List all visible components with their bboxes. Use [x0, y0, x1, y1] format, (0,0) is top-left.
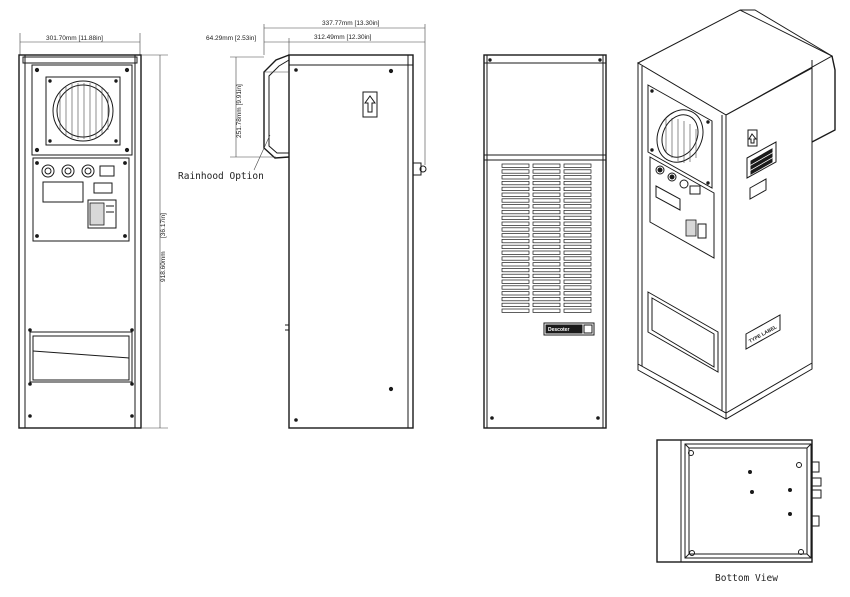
rainhood-option-label: Rainhood Option	[178, 171, 264, 182]
vent-slot	[532, 204, 561, 209]
vent-slot	[532, 186, 561, 191]
front-view: 301.70mm [11.88in]	[18, 33, 168, 429]
bottom-view: Bottom View	[656, 439, 822, 584]
vent-slot	[532, 279, 561, 284]
vent-slot	[501, 250, 530, 255]
rear-view: Descoter	[483, 54, 607, 429]
vent-slot	[563, 256, 592, 261]
vent-slot	[563, 181, 592, 186]
front-height-dimension-in: [36.17in]	[160, 213, 167, 238]
vent-slot	[563, 163, 592, 168]
vent-slot	[532, 262, 561, 267]
vent-slot	[563, 233, 592, 238]
vent-slot	[501, 302, 530, 307]
brand-plate: Descoter	[548, 327, 569, 333]
vent-slot	[563, 210, 592, 215]
vent-slot	[532, 175, 561, 180]
vent-slot	[501, 221, 530, 226]
vent-slot	[532, 297, 561, 302]
vent-slot	[563, 262, 592, 267]
vent-slot	[532, 181, 561, 186]
vent-slot	[501, 181, 530, 186]
vent-slot	[501, 291, 530, 296]
side-rainhood-height-mm: 251.78mm [9.91in]	[236, 84, 243, 138]
vent-slot	[563, 198, 592, 203]
vent-slot	[501, 268, 530, 273]
vent-slot	[501, 244, 530, 249]
vent-slot	[563, 285, 592, 290]
vent-slot	[532, 215, 561, 220]
vent-slot	[532, 244, 561, 249]
vent-slot	[532, 256, 561, 261]
vent-slot	[532, 227, 561, 232]
vent-slot	[532, 210, 561, 215]
vent-slot	[501, 297, 530, 302]
vent-slot	[501, 256, 530, 261]
side-body-dimension: 312.49mm [12.30in]	[314, 34, 372, 41]
side-view: 337.77mm [13.30in] 312.49mm [12.30in] 64…	[178, 20, 427, 429]
vent-slot	[563, 186, 592, 191]
vent-slot	[563, 250, 592, 255]
vent-slot	[563, 221, 592, 226]
vent-slot	[563, 215, 592, 220]
vent-slot	[563, 302, 592, 307]
vent-slot	[563, 279, 592, 284]
vent-slot	[501, 186, 530, 191]
vent-slot	[563, 169, 592, 174]
vent-slot	[501, 233, 530, 238]
vent-slot	[532, 163, 561, 168]
vent-slot	[532, 221, 561, 226]
isometric-view: TYPE LABEL	[636, 9, 836, 420]
vent-slot	[563, 192, 592, 197]
vent-slot	[532, 302, 561, 307]
vent-slot	[501, 239, 530, 244]
vent-slot	[563, 291, 592, 296]
vent-slot	[532, 250, 561, 255]
vent-slot	[563, 244, 592, 249]
vent-slot	[532, 291, 561, 296]
vent-slot	[501, 198, 530, 203]
vent-slot	[563, 273, 592, 278]
vent-slot	[501, 204, 530, 209]
vent-slot	[532, 198, 561, 203]
vent-slot	[501, 273, 530, 278]
vent-slot	[501, 210, 530, 215]
vent-slot	[532, 285, 561, 290]
side-rainhood-dimension: 64.29mm [2.53in]	[206, 35, 256, 42]
vent-slot	[532, 268, 561, 273]
vent-slot	[501, 227, 530, 232]
vent-slot	[532, 192, 561, 197]
vent-slot	[563, 297, 592, 302]
vent-slot	[501, 308, 530, 313]
vent-slot	[501, 279, 530, 284]
vent-slot	[501, 192, 530, 197]
vent-slot	[501, 175, 530, 180]
vent-slot	[563, 308, 592, 313]
vent-slot	[501, 285, 530, 290]
vent-slot	[563, 227, 592, 232]
vent-slot	[563, 204, 592, 209]
vent-slot	[563, 268, 592, 273]
vent-slot	[501, 215, 530, 220]
vent-slot	[501, 163, 530, 168]
bottom-view-label: Bottom View	[715, 573, 778, 584]
vent-slot	[532, 233, 561, 238]
vent-slot	[501, 169, 530, 174]
vent-slot	[563, 175, 592, 180]
rear-vent-grille	[501, 163, 592, 313]
vent-slot	[532, 273, 561, 278]
vent-slot	[563, 239, 592, 244]
vent-slot	[501, 262, 530, 267]
vent-slot	[532, 308, 561, 313]
front-width-dimension: 301.70mm [11.88in]	[46, 35, 103, 42]
side-overall-dimension: 337.77mm [13.30in]	[322, 20, 380, 27]
front-height-dimension-mm: 918.60mm	[160, 251, 167, 282]
vent-slot	[532, 169, 561, 174]
vent-slot	[532, 239, 561, 244]
